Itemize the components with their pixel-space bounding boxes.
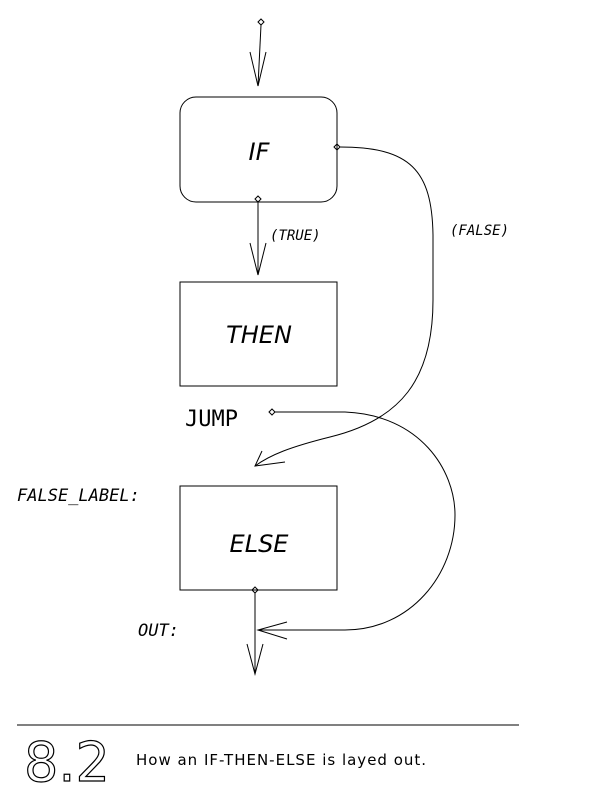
entry-arrow	[249, 18, 267, 87]
if-node: IF	[179, 96, 341, 203]
true-branch-label: (TRUE)	[270, 228, 321, 244]
exit-arrow: OUT:	[138, 593, 264, 676]
figure-caption: How an IF-THEN-ELSE is layed out.	[136, 751, 427, 769]
else-node-label: ELSE	[230, 530, 290, 558]
false-label-text: FALSE_LABEL:	[17, 486, 140, 506]
out-label: OUT:	[138, 621, 179, 641]
if-node-label: IF	[249, 138, 271, 166]
figure-number: 8.2	[24, 731, 110, 792]
then-node-label: THEN	[226, 321, 292, 349]
true-arrow: (TRUE)	[249, 202, 321, 276]
else-node: ELSE FALSE_LABEL:	[17, 485, 338, 594]
then-node: THEN	[179, 281, 338, 387]
false-arrow: (FALSE)	[254, 146, 509, 467]
jump-arrow: JUMP	[185, 407, 456, 640]
jump-label: JUMP	[185, 407, 238, 432]
false-branch-label: (FALSE)	[450, 223, 509, 239]
